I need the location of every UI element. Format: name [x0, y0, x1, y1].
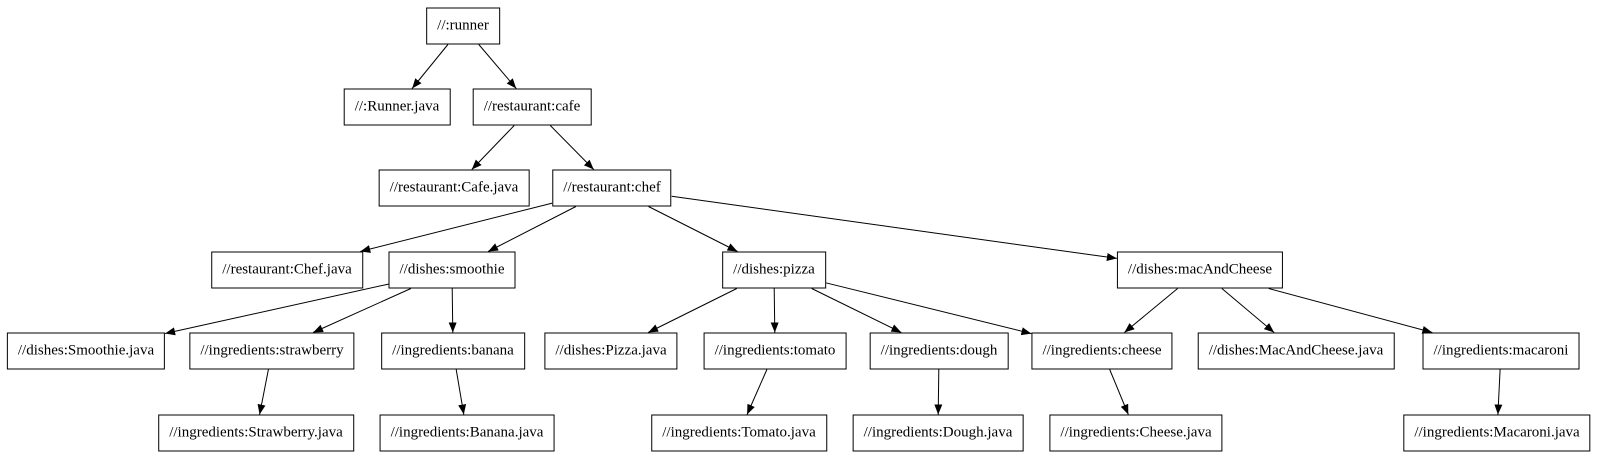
graph-node-tomato: //ingredients:tomato: [703, 332, 847, 370]
graph-node-strawberry: //ingredients:strawberry: [189, 332, 355, 370]
graph-node-pizza_java: //dishes:Pizza.java: [544, 332, 678, 370]
dependency-edge-smoothie-to-banana: [448, 288, 457, 333]
graph-node-banana: //ingredients:banana: [381, 332, 525, 370]
dependency-edge-chef-to-pizza: [648, 206, 738, 252]
graph-node-chef: //restaurant:chef: [552, 169, 672, 207]
dependency-edge-macandcheese-to-macandcheese_java: [1221, 288, 1275, 333]
dependency-edge-cafe-to-chef: [549, 125, 595, 170]
graph-node-runner_java: //:Runner.java: [343, 88, 451, 126]
dependency-edge-pizza-to-pizza_java: [647, 288, 738, 333]
graph-node-macandcheese: //dishes:macAndCheese: [1116, 251, 1284, 289]
dependency-edge-runner-to-cafe: [478, 44, 517, 89]
dependency-edge-dough-to-dough_java: [934, 369, 943, 415]
dependency-edge-pizza-to-tomato: [770, 288, 779, 333]
graph-node-banana_java: //ingredients:Banana.java: [379, 414, 555, 452]
graph-node-cafe_java: //restaurant:Cafe.java: [378, 169, 530, 207]
dependency-edge-strawberry-to-strawberry_java: [257, 369, 269, 415]
graph-node-macaroni_java: //ingredients:Macaroni.java: [1403, 414, 1591, 452]
dependency-edge-cafe-to-cafe_java: [471, 125, 515, 170]
graph-node-macaroni: //ingredients:macaroni: [1422, 332, 1580, 370]
graph-node-cheese: //ingredients:cheese: [1031, 332, 1173, 370]
dependency-edge-chef-to-smoothie: [487, 206, 577, 252]
dependency-edge-tomato-to-tomato_java: [746, 369, 768, 415]
graph-node-cheese_java: //ingredients:Cheese.java: [1049, 414, 1223, 452]
dependency-edge-banana-to-banana_java: [455, 369, 467, 415]
dependency-edge-smoothie-to-smoothie_java: [164, 283, 389, 336]
graph-node-cafe: //restaurant:cafe: [472, 88, 592, 126]
graph-node-pizza: //dishes:pizza: [722, 251, 826, 289]
dependency-edge-chef-to-macandcheese: [671, 195, 1117, 261]
dependency-edge-cheese-to-cheese_java: [1109, 369, 1129, 415]
graph-node-strawberry_java: //ingredients:Strawberry.java: [158, 414, 354, 452]
graph-node-smoothie: //dishes:smoothie: [388, 251, 516, 289]
graph-node-macandcheese_java: //dishes:MacAndCheese.java: [1197, 332, 1395, 370]
dependency-edge-chef-to-chef_java: [360, 202, 553, 253]
graph-node-runner: //:runner: [426, 7, 500, 45]
graph-node-chef_java: //restaurant:Chef.java: [211, 251, 363, 289]
dependency-edge-macandcheese-to-cheese: [1124, 288, 1178, 333]
graph-node-smoothie_java: //dishes:Smoothie.java: [6, 332, 166, 370]
dependency-edge-pizza-to-cheese: [825, 282, 1032, 336]
graph-node-dough_java: //ingredients:Dough.java: [852, 414, 1024, 452]
graph-node-tomato_java: //ingredients:Tomato.java: [651, 414, 827, 452]
dependency-edge-pizza-to-dough: [811, 288, 902, 333]
dependency-edge-macandcheese-to-macaroni: [1268, 288, 1433, 334]
dependency-edge-runner-to-runner_java: [411, 44, 449, 89]
graph-node-dough: //ingredients:dough: [869, 332, 1009, 370]
dependency-edge-macaroni-to-macaroni_java: [1494, 369, 1503, 415]
dependency-edge-smoothie-to-strawberry: [312, 288, 412, 333]
